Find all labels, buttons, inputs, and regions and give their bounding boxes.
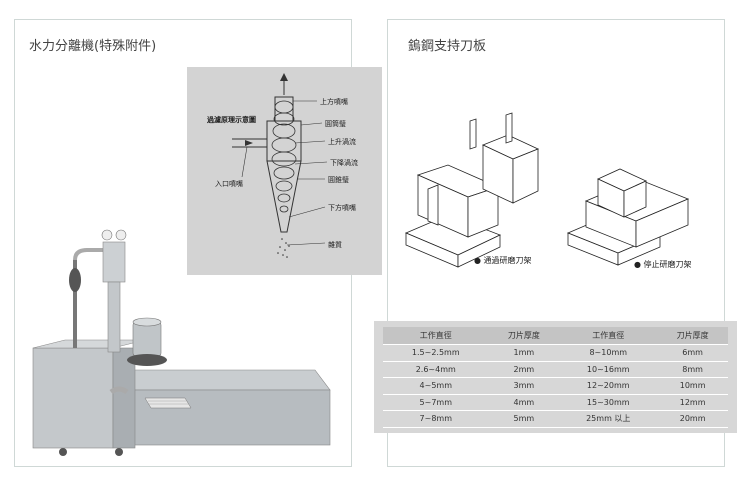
table-header-cell: 刀片厚度	[488, 327, 560, 345]
table-cell: 12mm	[657, 394, 728, 411]
left-panel-title: 水力分離機(特殊附件)	[29, 39, 157, 54]
label-top-nozzle: 上方噴嘴	[320, 98, 348, 106]
spec-table: 工作直徑 刀片厚度 工作直徑 刀片厚度 1.5~2.5mm 1mm 8~10mm…	[374, 321, 737, 433]
label-cone-wall: 圓錐璧	[328, 176, 349, 184]
table-row: 1.5~2.5mm 1mm 8~10mm 6mm	[383, 344, 728, 362]
table-cell: 2.6~4mm	[383, 361, 489, 378]
table-cell: 4mm	[488, 394, 560, 411]
table-header-row: 工作直徑 刀片厚度 工作直徑 刀片厚度	[383, 327, 728, 345]
caption-stop-grinding: ● 停止研磨刀架	[634, 260, 692, 269]
filtration-schematic: 過濾原理示意圖 上方噴嘴 圓筒璧 上升渦流 下降渦流 圓錐璧 入口噴嘴 下方噴嘴…	[187, 67, 382, 275]
label-descending-vortex: 下降渦流	[330, 159, 358, 167]
table-cell: 10mm	[657, 377, 728, 395]
table-cell: 1mm	[488, 344, 560, 362]
label-cylinder-wall: 圓筒璧	[325, 120, 346, 128]
caption-through-grinding-text: 通過研磨刀架	[483, 256, 532, 265]
table-cell: 15~30mm	[559, 394, 658, 411]
left-panel: 水力分離機(特殊附件)	[14, 19, 382, 467]
table-cell: 5~7mm	[383, 394, 489, 411]
label-ascending-vortex: 上升渦流	[328, 138, 356, 146]
knife-holder-drawings	[404, 112, 690, 268]
table-cell: 4~5mm	[383, 377, 489, 395]
table-cell: 1.5~2.5mm	[383, 344, 489, 362]
schematic-title: 過濾原理示意圖	[207, 116, 256, 124]
table-cell: 8mm	[657, 361, 728, 378]
table-row: 4~5mm 3mm 12~20mm 10mm	[383, 377, 728, 395]
table-header-cell: 刀片厚度	[657, 327, 728, 345]
table-header-cell: 工作直徑	[383, 327, 489, 345]
table-cell: 2mm	[488, 361, 560, 378]
spec-table-grid: 工作直徑 刀片厚度 工作直徑 刀片厚度 1.5~2.5mm 1mm 8~10mm…	[383, 327, 728, 428]
caption-stop-grinding-text: 停止研磨刀架	[643, 260, 692, 269]
table-cell: 8~10mm	[559, 344, 658, 362]
table-row: 5~7mm 4mm 15~30mm 12mm	[383, 394, 728, 411]
table-cell: 10~16mm	[559, 361, 658, 378]
schematic-drawing	[232, 73, 328, 258]
label-bottom-nozzle: 下方噴嘴	[328, 204, 356, 212]
table-row: 7~8mm 5mm 25mm 以上 20mm	[383, 410, 728, 428]
table-cell: 7~8mm	[383, 410, 489, 428]
table-header-cell: 工作直徑	[559, 327, 658, 345]
right-panel-title: 鎢鋼支持刀板	[408, 39, 487, 54]
table-cell: 12~20mm	[559, 377, 658, 395]
caption-through-grinding: ● 通過研磨刀架	[474, 256, 532, 265]
label-impurities: 雜質	[328, 241, 342, 249]
label-inlet-nozzle: 入口噴嘴	[215, 180, 243, 188]
table-cell: 25mm 以上	[559, 410, 658, 428]
table-cell: 3mm	[488, 377, 560, 395]
table-cell: 5mm	[488, 410, 560, 428]
table-row: 2.6~4mm 2mm 10~16mm 8mm	[383, 361, 728, 378]
table-cell: 6mm	[657, 344, 728, 362]
right-panel: 鎢鋼支持刀板 ● 通過研磨刀	[374, 19, 737, 467]
table-cell: 20mm	[657, 410, 728, 428]
hydro-separator-machine-image	[32, 229, 331, 456]
